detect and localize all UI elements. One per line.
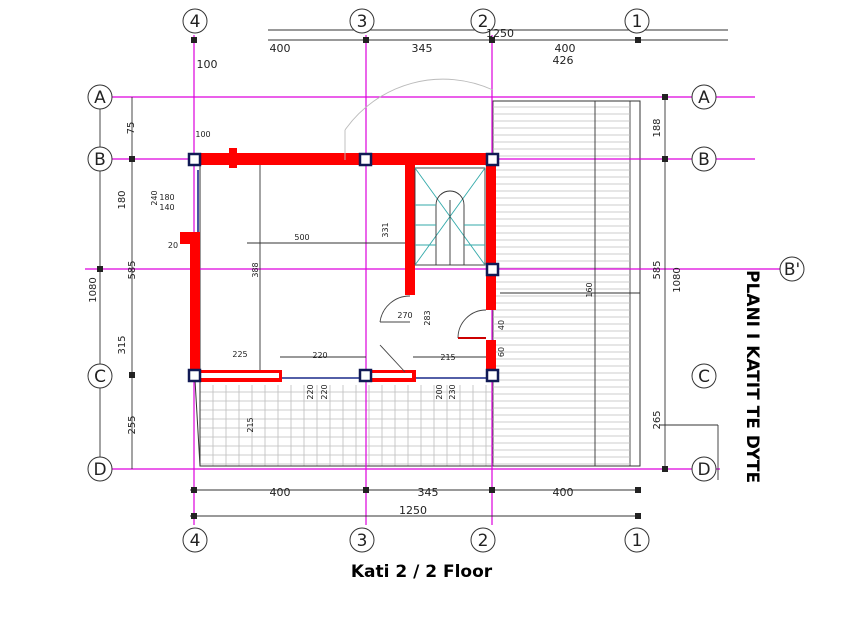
grid-labels: 4 3 2 1 4 3 2 1 A B C D A B B' C D: [93, 12, 800, 551]
dim-bottom-total: 1250: [399, 504, 427, 517]
dim-interior-270: 270: [397, 311, 412, 320]
row-label-a-left: A: [94, 88, 106, 108]
dim-interior-225: 225: [232, 350, 247, 359]
blue-walls: [197, 170, 490, 379]
dim-bottom-2: 345: [418, 486, 439, 499]
dim-left-inner-240: 240: [150, 190, 159, 205]
row-label-b-right: B: [698, 150, 710, 170]
row-label-c-left: C: [94, 367, 106, 387]
dim-right-total: 1080: [672, 267, 683, 292]
col-label-4-top: 4: [190, 12, 201, 32]
dim-interior-388: 388: [251, 262, 260, 277]
columns: [187, 152, 500, 383]
col-label-4-bottom: 4: [190, 531, 201, 551]
dim-interior-220a: 220: [306, 384, 315, 399]
dim-left-75: 75: [126, 122, 137, 135]
dim-interior-200: 200: [435, 384, 444, 399]
dim-interior-215: 215: [440, 353, 455, 362]
dim-interior-160: 160: [585, 282, 594, 297]
col-label-3-top: 3: [357, 12, 368, 32]
dim-bottom-3: 400: [553, 486, 574, 499]
row-label-b-left: B: [94, 150, 106, 170]
col-label-2-bottom: 2: [478, 531, 489, 551]
dimension-ticks: [97, 37, 668, 519]
dim-left-inner-140: 140: [159, 203, 174, 212]
wall-inner-fill: [194, 373, 412, 378]
dim-left-180: 180: [117, 190, 128, 209]
dim-top-2: 345: [412, 42, 433, 55]
dim-top-extra-1: 426: [553, 54, 574, 67]
dim-interior-40: 40: [497, 320, 506, 330]
dim-interior-215b: 215: [246, 417, 255, 432]
dim-top-3: 400: [555, 42, 576, 55]
dimension-texts-vertical: 75 180 585 315 255 1080 240 188 585 265 …: [88, 118, 683, 434]
col-label-2-top: 2: [478, 12, 489, 32]
dim-top-1: 400: [270, 42, 291, 55]
dim-interior-500: 500: [294, 233, 309, 242]
dim-interior-220b: 220: [320, 384, 329, 399]
dim-left-585: 585: [127, 260, 138, 279]
dim-top-extra-2: 100: [197, 58, 218, 71]
col-label-3-bottom: 3: [357, 531, 368, 551]
dim-right-188: 188: [652, 118, 663, 137]
dim-bottom-1: 400: [270, 486, 291, 499]
row-label-d-right: D: [697, 460, 710, 480]
dim-interior-230: 230: [448, 384, 457, 399]
dim-interior-60: 60: [497, 347, 506, 357]
vertical-plan-title-text: PLANI I KATIT TE DYTE: [742, 270, 762, 484]
grid-bubbles: [87, 8, 805, 553]
dimension-texts: 400 345 400 1250 426 100 400 345 400 125…: [159, 27, 575, 517]
stair: [414, 167, 486, 266]
row-label-d-left: D: [93, 460, 106, 480]
dim-left-315: 315: [117, 335, 128, 354]
dim-top-total: 1250: [486, 27, 514, 40]
row-label-c-right: C: [698, 367, 710, 387]
row-label-a-right: A: [698, 88, 710, 108]
dim-interior-220: 220: [312, 351, 327, 360]
dim-left-255: 255: [127, 415, 138, 434]
dim-interior-283: 283: [423, 310, 432, 325]
dim-left-inner-20: 20: [168, 241, 178, 250]
door-swings: [344, 78, 494, 373]
dim-right-265: 265: [652, 410, 663, 429]
floor-caption: Kati 2 / 2 Floor: [350, 562, 493, 582]
col-label-1-top: 1: [632, 12, 643, 32]
dim-interior-331: 331: [381, 222, 390, 237]
dim-left-total: 1080: [88, 277, 99, 302]
balcony-hatch: [199, 100, 631, 467]
dim-left-inner-180: 180: [159, 193, 174, 202]
row-label-b-prime-right: B': [784, 260, 800, 280]
dim-interior-100: 100: [195, 130, 210, 139]
col-label-1-bottom: 1: [632, 531, 643, 551]
dim-right-585: 585: [652, 260, 663, 279]
